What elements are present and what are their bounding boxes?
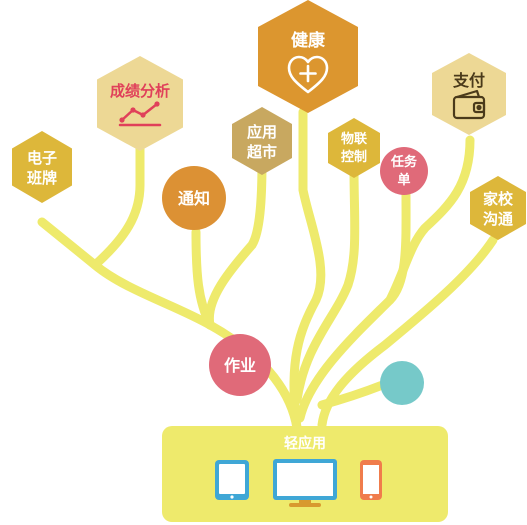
node-task-list[interactable]: 任务 单 (380, 147, 428, 195)
node-zhifu-label: 支付 (452, 71, 485, 90)
node-electronic-class-board[interactable]: 电子 班牌 (12, 131, 72, 203)
node-ebanpai-line1: 电子 (27, 149, 57, 167)
branch-to-teal (317, 379, 390, 410)
node-renwu-line2: 单 (397, 172, 410, 188)
node-wulian-line2: 控制 (341, 149, 367, 165)
node-app-market[interactable]: 应用 超市 (232, 107, 292, 175)
node-yingyong-line2: 超市 (246, 143, 277, 161)
node-jiaxiao-line1: 家校 (483, 190, 514, 208)
node-health[interactable]: 健康 (258, 0, 358, 113)
node-renwu-line1: 任务 (390, 154, 418, 170)
node-grade-analysis[interactable]: 成绩分析 (97, 56, 183, 151)
node-wulian-line1: 物联 (341, 131, 367, 147)
monitor-icon (273, 459, 337, 507)
light-app-base: 轻应用 (162, 426, 448, 522)
node-jiankang-label: 健康 (291, 30, 326, 51)
node-iot-control[interactable]: 物联 控制 (328, 118, 380, 178)
branch-to-yingyong (204, 157, 267, 330)
node-homework[interactable]: 作业 (209, 334, 271, 396)
node-tongzhi-label: 通知 (178, 189, 210, 208)
base-title: 轻应用 (284, 435, 326, 452)
node-teal-circle[interactable] (380, 361, 424, 405)
node-zuoye-label: 作业 (224, 356, 256, 375)
wallet-icon (452, 89, 486, 120)
trend-chart-icon (118, 102, 162, 127)
branch-to-zhifu (385, 135, 475, 305)
branch-to-wulian (292, 163, 360, 405)
branch-trunk-left (37, 217, 302, 433)
node-home-school-communication[interactable]: 家校 沟通 (470, 176, 526, 240)
node-ebanpai-line2: 班牌 (27, 169, 57, 187)
node-chengji-label: 成绩分析 (110, 82, 170, 100)
tree-branches (37, 107, 498, 433)
node-payment[interactable]: 支付 (432, 53, 506, 135)
branch-to-chengji (90, 143, 145, 270)
node-notification[interactable]: 通知 (162, 166, 226, 230)
heart-plus-icon (287, 55, 329, 94)
tablet-icon (215, 460, 249, 500)
branch-to-jiankang (289, 107, 326, 433)
node-jiaxiao-line2: 沟通 (483, 210, 513, 228)
node-yingyong-line1: 应用 (247, 123, 277, 141)
phone-icon (360, 460, 382, 500)
